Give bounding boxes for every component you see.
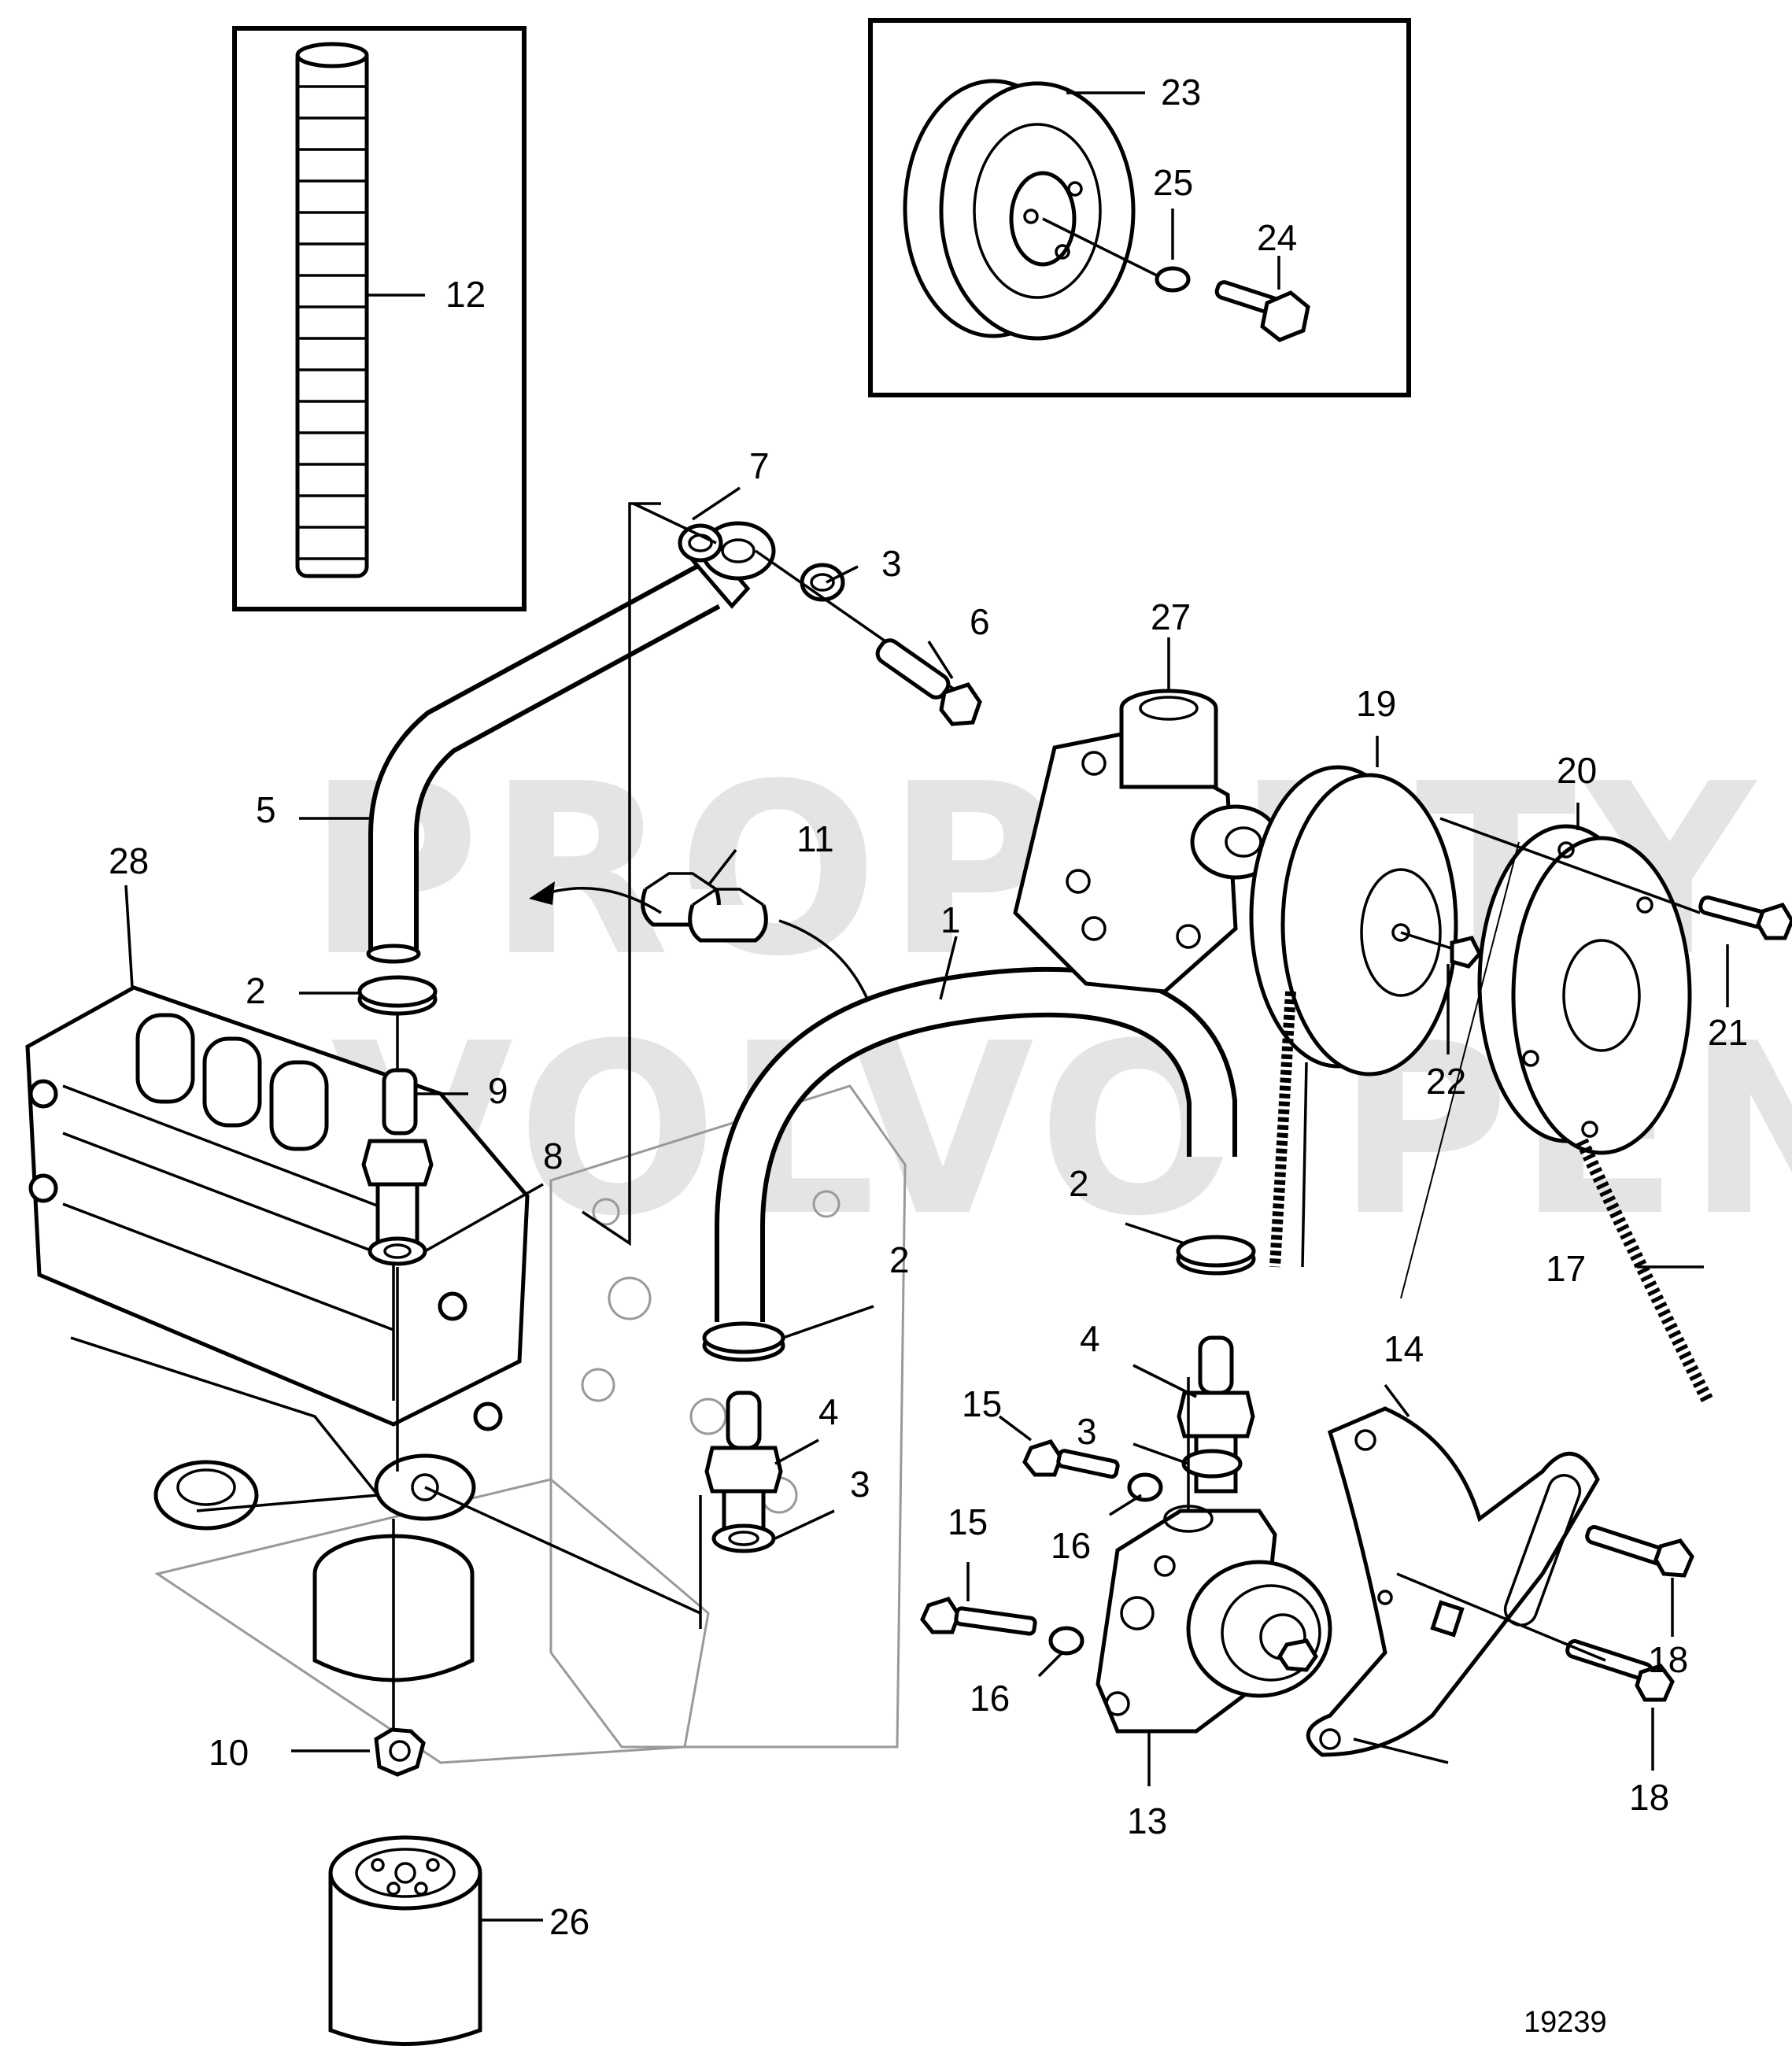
callout-14: 14 <box>1384 1328 1424 1369</box>
pulley-19 <box>1249 736 1482 1077</box>
hose-5 <box>299 521 776 964</box>
callout-3-upper: 3 <box>881 543 902 584</box>
water-pump <box>1013 637 1281 994</box>
callout-2-upper-left: 2 <box>246 970 266 1011</box>
callout-28: 28 <box>109 840 149 881</box>
callout-15-upper: 15 <box>962 1383 1002 1424</box>
clips <box>529 848 885 1027</box>
callout-23: 23 <box>1161 72 1201 113</box>
callout-25: 25 <box>1153 162 1193 203</box>
callout-16-lower: 16 <box>970 1678 1010 1719</box>
fitting-stack-right <box>1125 1222 1256 1494</box>
callout-24: 24 <box>1257 217 1297 258</box>
callout-1: 1 <box>940 899 961 940</box>
inset-hose-box <box>232 26 527 611</box>
bracket-bolts <box>1377 1525 1694 1771</box>
callout-7: 7 <box>749 445 770 486</box>
filter-adapter <box>312 1453 476 1763</box>
pulley-20 <box>1439 803 1792 1155</box>
callout-20: 20 <box>1557 750 1597 791</box>
callout-3-right: 3 <box>1077 1411 1097 1452</box>
callout-12: 12 <box>445 274 486 315</box>
callout-21: 21 <box>1708 1012 1748 1053</box>
callout-5: 5 <box>256 789 276 830</box>
callout-22: 22 <box>1426 1061 1466 1102</box>
nut <box>291 1727 426 1777</box>
callout-19: 19 <box>1356 683 1396 724</box>
callout-9: 9 <box>488 1070 508 1111</box>
hose-1 <box>715 936 1237 1322</box>
callout-2-right: 2 <box>1069 1163 1089 1204</box>
inset-pulley-box <box>868 18 1411 397</box>
fitting-stack-middle <box>702 1305 874 1553</box>
callout-2-middle: 2 <box>889 1239 910 1280</box>
drive-belt <box>1269 841 1714 1404</box>
callout-3-middle: 3 <box>850 1464 870 1505</box>
auxiliary-pump <box>920 1377 1332 1786</box>
callout-18-upper: 18 <box>1648 1639 1688 1680</box>
fitting-stack-left <box>299 975 544 1472</box>
callout-8: 8 <box>543 1136 563 1176</box>
figure-number: 19239 <box>1524 2006 1607 2039</box>
callout-15-lower: 15 <box>948 1501 988 1542</box>
callout-26: 26 <box>549 1901 589 1942</box>
callout-6: 6 <box>970 601 990 642</box>
callout-labels: 1 2 2 2 3 3 3 4 4 5 6 7 8 9 10 11 12 13 … <box>109 72 1748 1942</box>
callout-18-lower: 18 <box>1629 1777 1669 1818</box>
callout-11: 11 <box>796 818 834 859</box>
callout-4-middle: 4 <box>818 1391 839 1432</box>
oil-filter <box>328 1835 543 2046</box>
tension-bracket <box>1306 1383 1600 1764</box>
banjo-bolt-assembly <box>633 502 982 726</box>
callout-10: 10 <box>209 1732 249 1773</box>
callout-13: 13 <box>1127 1800 1167 1841</box>
leader-lines <box>424 486 954 1629</box>
callout-27: 27 <box>1151 596 1191 637</box>
callout-17: 17 <box>1546 1248 1586 1289</box>
callout-4-right: 4 <box>1080 1318 1100 1359</box>
callout-16-upper: 16 <box>1051 1525 1091 1566</box>
hose-ribs <box>297 85 367 560</box>
